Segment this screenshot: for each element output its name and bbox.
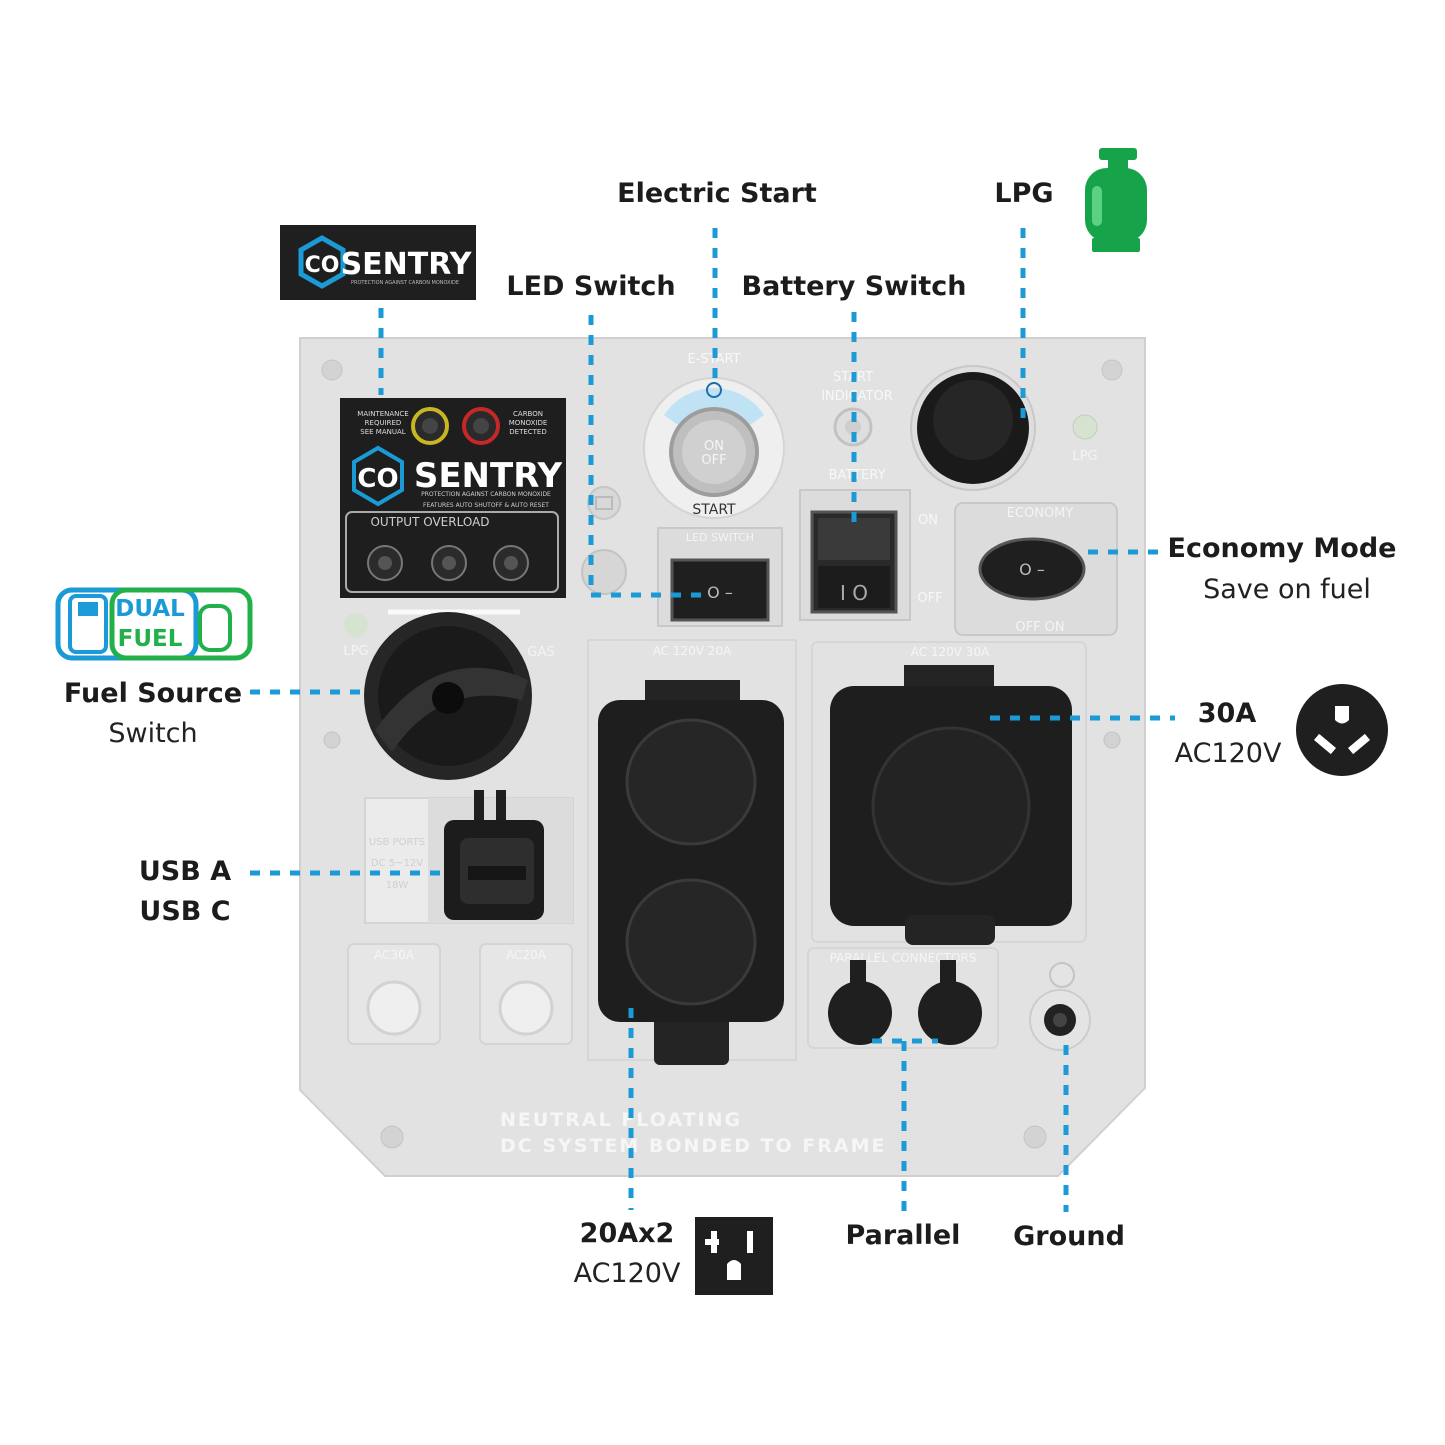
co-module-word: SENTRY xyxy=(414,456,563,496)
duplex-outlet-20a: AC 120V 20A xyxy=(587,639,797,1065)
led-switch-panel-label: LED SWITCH xyxy=(686,531,754,544)
svg-text:I O: I O xyxy=(840,581,868,605)
logo-tagline: PROTECTION AGAINST CARBON MONOXIDE xyxy=(351,280,459,286)
label-usb-a: USB A xyxy=(138,856,232,887)
dual-fuel-line2: FUEL xyxy=(118,626,183,652)
co-module-features: FEATURES AUTO SHUTOFF & AUTO RESET xyxy=(423,502,549,509)
label-economy-mode: Economy Mode xyxy=(1167,533,1397,564)
co-sentry-logo: CO SENTRY PROTECTION AGAINST CARBON MONO… xyxy=(280,225,476,300)
fuel-gas-label: GAS xyxy=(527,645,554,660)
lpg-tank-icon xyxy=(1085,148,1147,252)
label-20a: 20Ax2 xyxy=(579,1218,675,1249)
electric-start-switch: E-START ON OFF START xyxy=(643,352,785,519)
label-20a-sub: AC120V xyxy=(573,1258,681,1289)
label-led-switch: LED Switch xyxy=(506,271,676,302)
outlet-30a-panel: AC 120V 30A xyxy=(811,641,1087,945)
co-det-line3: DETECTED xyxy=(509,428,547,436)
economy-panel-label: ECONOMY xyxy=(1007,506,1074,521)
neutral-line1: NEUTRAL FLOATING xyxy=(500,1109,742,1131)
svg-text:O –: O – xyxy=(1019,560,1045,579)
co-det-line1: CARBON xyxy=(513,410,543,418)
fuel-lpg-label: LPG xyxy=(343,644,368,659)
parallel-connectors: PARALLEL CONNECTORS xyxy=(807,947,999,1049)
lpg-panel-label: LPG xyxy=(1072,449,1097,464)
outlet-20a-icon xyxy=(695,1217,773,1295)
lpg-connector: LPG xyxy=(910,365,1098,491)
label-usb-c: USB C xyxy=(139,896,231,927)
ac20a-header: AC 120V 20A xyxy=(653,644,732,658)
battery-rocker: I O ON OFF xyxy=(799,489,943,621)
co-det-line2: MONOXIDE xyxy=(509,419,548,427)
estart-label: E-START xyxy=(687,352,740,367)
breaker-20-label: AC20A xyxy=(506,948,547,962)
outlet-30a-icon xyxy=(1296,684,1388,776)
led-rocker: LED SWITCH O – xyxy=(657,527,783,627)
battery-panel-label: BATTERY xyxy=(829,468,886,483)
output-overload-label: OUTPUT OVERLOAD xyxy=(370,515,489,529)
fuel-selector: LPG GAS xyxy=(343,609,555,780)
co-maint-line1: MAINTENANCE xyxy=(357,410,408,418)
ground-terminal xyxy=(1029,962,1091,1051)
dual-fuel-logo: DUAL FUEL xyxy=(55,587,253,661)
leader-lines xyxy=(250,228,1175,1212)
label-ground: Ground xyxy=(1013,1221,1125,1252)
label-economy-sub: Save on fuel xyxy=(1203,574,1371,605)
label-30a-sub: AC120V xyxy=(1174,738,1282,769)
estart-start: START xyxy=(692,502,736,518)
label-battery-switch: Battery Switch xyxy=(741,271,967,302)
usb-ports-label: USB PORTS xyxy=(369,837,425,848)
parallel-connectors-label: PARALLEL CONNECTORS xyxy=(830,951,977,965)
label-fuel-source-sub: Switch xyxy=(108,718,198,749)
co-module-tagline: PROTECTION AGAINST CARBON MONOXIDE xyxy=(421,491,551,498)
panel-screws xyxy=(321,359,1123,1149)
breaker-30-label: AC30A xyxy=(374,948,415,962)
leader-led-switch xyxy=(588,315,708,598)
usb-watts-label: 18W xyxy=(386,880,409,891)
dual-fuel-line1: DUAL xyxy=(115,596,185,622)
label-fuel-source: Fuel Source xyxy=(63,678,243,709)
start-indicator-line2: INDICATOR xyxy=(821,389,893,404)
label-lpg: LPG xyxy=(994,178,1054,209)
co-maint-line2: REQUIRED xyxy=(365,419,402,427)
label-electric-start: Electric Start xyxy=(617,178,817,209)
battery-off-label: OFF xyxy=(917,591,942,606)
ac30a-header: AC 120V 30A xyxy=(911,645,990,659)
neutral-line2: DC SYSTEM BONDED TO FRAME xyxy=(500,1135,887,1157)
label-parallel: Parallel xyxy=(845,1220,961,1251)
breakers: AC30A AC20A xyxy=(347,943,573,1045)
battery-on-label: ON xyxy=(918,513,938,528)
logo-co-text: CO xyxy=(305,253,340,278)
co-module-co: CO xyxy=(357,464,398,494)
estart-on: ON xyxy=(704,439,724,454)
co-sentry-module: MAINTENANCE REQUIRED SEE MANUAL CARBON M… xyxy=(340,398,566,598)
co-maint-line3: SEE MANUAL xyxy=(360,428,405,436)
economy-range-label: OFF ON xyxy=(1015,620,1064,635)
logo-sentry-text: SENTRY xyxy=(341,247,473,282)
estart-off: OFF xyxy=(701,453,726,468)
usb-module: USB PORTS DC 5~12V 18W xyxy=(364,790,574,924)
usb-dc-label: DC 5~12V xyxy=(371,858,423,869)
economy-switch: ECONOMY O – OFF ON xyxy=(954,502,1118,636)
label-30a: 30A xyxy=(1197,698,1257,729)
svg-text:O –: O – xyxy=(707,583,733,602)
